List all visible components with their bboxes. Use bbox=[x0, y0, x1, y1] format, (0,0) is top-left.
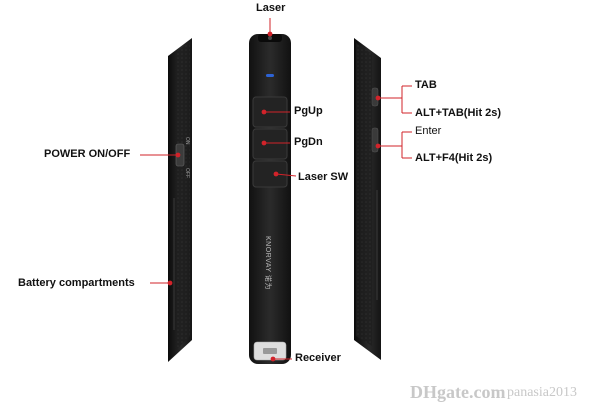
power-callout-dot bbox=[175, 152, 181, 158]
laser-button[interactable] bbox=[252, 160, 288, 188]
pgdn-button[interactable] bbox=[252, 128, 288, 160]
watermark-site: DHgate.com bbox=[410, 382, 506, 402]
left-side-view: ON OFF bbox=[168, 38, 192, 362]
enter-label: Enter bbox=[415, 125, 442, 137]
power-label: POWER ON/OFF bbox=[44, 148, 131, 160]
laser-sw-callout-line bbox=[275, 173, 297, 177]
right-side-view bbox=[354, 38, 381, 360]
laser-sw-callout-dot bbox=[273, 171, 279, 177]
switch-on-label: ON bbox=[184, 137, 190, 145]
receiver-callout-dot bbox=[270, 356, 276, 362]
battery-label: Battery compartments bbox=[18, 277, 135, 289]
battery-callout-dot bbox=[167, 280, 173, 286]
tab-callout-dot bbox=[375, 95, 381, 101]
alt-f4-label: ALT+F4(Hit 2s) bbox=[415, 152, 493, 164]
enter-callout-dot bbox=[375, 143, 381, 149]
laser-label: Laser bbox=[256, 2, 286, 14]
laser-sw-label: Laser SW bbox=[298, 171, 349, 183]
brand-text: KNORVAY 诺为 bbox=[264, 236, 273, 290]
laser-aperture bbox=[268, 36, 272, 40]
receiver-label: Receiver bbox=[295, 352, 341, 364]
tab-label: TAB bbox=[415, 79, 437, 91]
right-side-mesh bbox=[356, 43, 372, 346]
receiver-usb bbox=[263, 348, 277, 354]
pgdn-label: PgDn bbox=[294, 136, 323, 148]
pgup-callout-dot bbox=[261, 109, 267, 115]
left-side-mesh bbox=[176, 42, 190, 350]
watermark-seller: panasia2013 bbox=[507, 385, 577, 400]
pgup-label: PgUp bbox=[294, 105, 323, 117]
front-body bbox=[249, 34, 291, 364]
callouts bbox=[140, 18, 412, 362]
switch-off-label: OFF bbox=[184, 168, 190, 178]
status-led bbox=[266, 74, 274, 77]
pgdn-callout-dot bbox=[261, 140, 267, 146]
front-view: KNORVAY 诺为 bbox=[249, 34, 291, 364]
enter-button[interactable] bbox=[371, 127, 379, 153]
alt-tab-label: ALT+TAB(Hit 2s) bbox=[415, 107, 502, 119]
laser-callout-dot bbox=[267, 31, 273, 37]
